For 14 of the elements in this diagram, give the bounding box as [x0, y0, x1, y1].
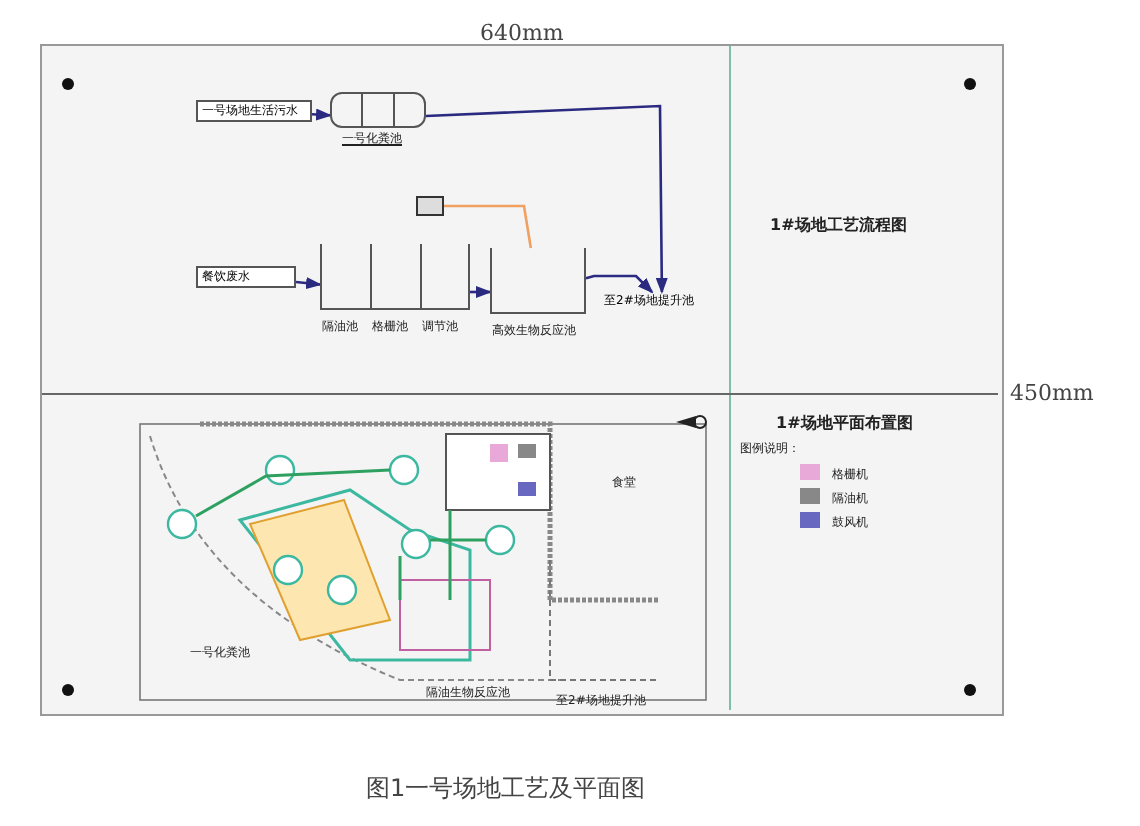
- flow-arrow: [311, 108, 332, 121]
- septic-tank: [330, 88, 426, 148]
- dimension-label: 450mm: [1010, 380, 1094, 406]
- dimension-label: 640mm: [480, 20, 564, 46]
- air-pipe: [444, 204, 533, 249]
- flow-arrow: [295, 277, 322, 289]
- flow-arrow: [585, 274, 654, 294]
- flow-arrow: [470, 286, 492, 298]
- blower-icon: [416, 196, 444, 216]
- reactor-tank: [490, 248, 586, 336]
- heading: 1#场地平面布置图: [776, 412, 913, 434]
- flow-arrow: [425, 104, 668, 294]
- caption: 图1一号场地工艺及平面图: [366, 772, 646, 806]
- heading: 1#场地工艺流程图: [770, 214, 907, 236]
